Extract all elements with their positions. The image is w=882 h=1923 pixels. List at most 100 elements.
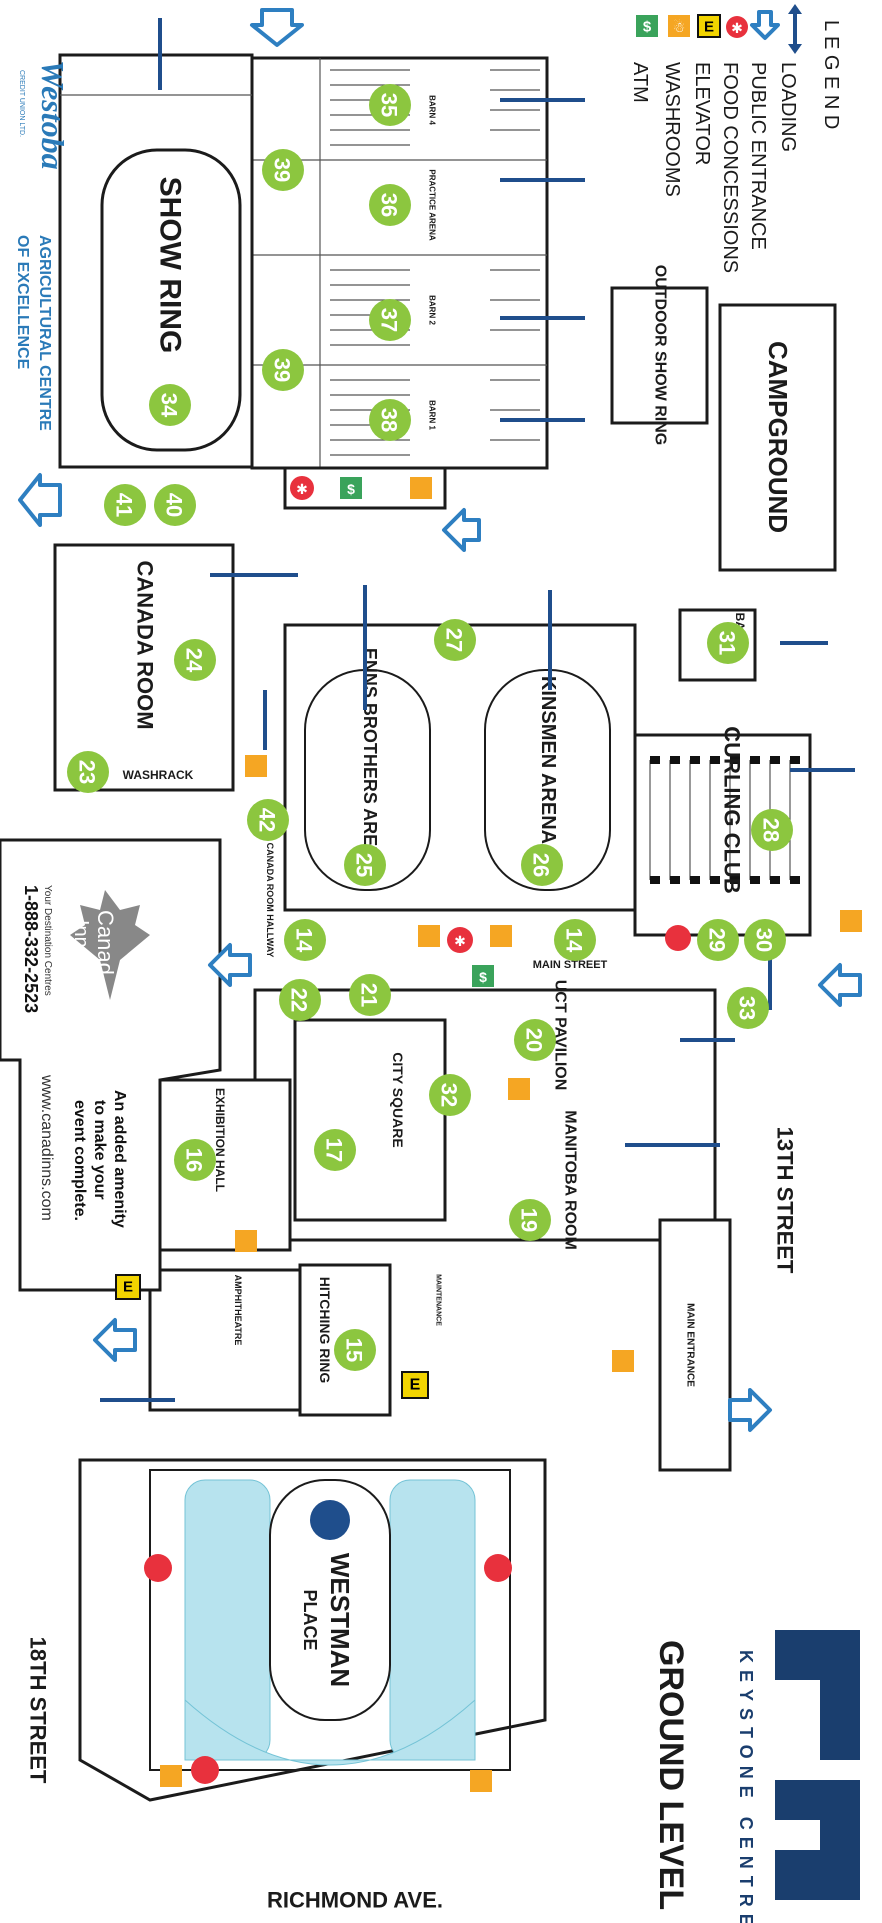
location-marker-30: 30 <box>744 919 786 961</box>
svg-text:14: 14 <box>562 928 587 953</box>
elevator-icon: E <box>401 1371 429 1399</box>
main-street-label: MAIN STREET <box>533 959 608 971</box>
show-ring-oval <box>100 148 242 452</box>
canad-tagline: Your Destination Centres <box>42 885 53 996</box>
westman-label: WESTMAN <box>325 1553 355 1687</box>
svg-text:32: 32 <box>437 1083 462 1107</box>
location-marker-32: 32 <box>429 1074 471 1116</box>
street-18th: 18TH STREET <box>26 1637 51 1784</box>
svg-text:E: E <box>704 19 714 36</box>
washrooms-icon <box>840 910 862 932</box>
location-marker-26: 26 <box>521 844 563 886</box>
canad-phone: 1-888-332-2523 <box>21 885 41 1013</box>
svg-text:✱: ✱ <box>454 933 466 949</box>
city-square <box>293 1018 447 1222</box>
canad-blurb3: event complete. <box>71 1100 88 1221</box>
location-marker-28: 28 <box>751 809 793 851</box>
barn2-label: BARN 2 <box>428 295 437 325</box>
location-marker-39: 39 <box>262 349 304 391</box>
svg-text:20: 20 <box>522 1028 547 1052</box>
svg-text:$: $ <box>643 19 652 36</box>
westoba-centre: AGRICULTURAL CENTRE <box>36 235 53 431</box>
svg-text:E: E <box>123 1279 133 1296</box>
location-marker-35: 35 <box>369 84 411 126</box>
svg-text:17: 17 <box>322 1138 347 1162</box>
loading-arrow-icon <box>788 4 802 54</box>
svg-text:26: 26 <box>529 853 554 877</box>
maintenance-label: MAINTENANCE <box>435 1274 442 1326</box>
barn4-label: BARN 4 <box>428 95 437 125</box>
amphitheatre-label: AMPHITHEATRE <box>233 1275 243 1346</box>
elevator-icon: E <box>115 1274 141 1300</box>
location-marker-14: 14 <box>554 919 596 961</box>
atm-icon: $ <box>636 15 658 37</box>
legend-label-atm: ATM <box>629 62 651 103</box>
washrack-label: WASHRACK <box>123 768 194 782</box>
food-concessions-icon <box>665 925 691 951</box>
svg-text:23: 23 <box>75 760 100 784</box>
location-marker-20: 20 <box>514 1019 556 1061</box>
canad-blurb1: An added amenity <box>111 1090 128 1228</box>
amphitheatre <box>148 1268 302 1412</box>
legend-label-entrance: PUBLIC ENTRANCE <box>747 62 769 250</box>
svg-text:29: 29 <box>705 928 730 952</box>
svg-text:35: 35 <box>377 93 402 117</box>
svg-text:$: $ <box>479 969 487 985</box>
svg-text:$: $ <box>347 481 355 497</box>
arena-seating <box>184 1479 476 1766</box>
svg-text:33: 33 <box>735 996 760 1020</box>
canada-room-label: CANADA ROOM <box>133 560 158 729</box>
kinsmen-label: KINSMEN ARENA <box>537 676 559 844</box>
svg-text:40: 40 <box>162 493 187 517</box>
legend: L E G E N D <box>820 20 842 129</box>
legend-label-washrooms: WASHROOMS <box>661 62 683 197</box>
svg-text:39: 39 <box>270 358 295 382</box>
food-concessions-icon <box>144 1554 512 1784</box>
washrooms-icon: ☃ <box>668 15 690 37</box>
location-marker-27: 27 <box>434 619 476 661</box>
svg-text:36: 36 <box>377 193 402 217</box>
public-entrance-icon <box>18 8 862 1432</box>
food-concessions-icon: ✱ <box>726 16 748 38</box>
food-concessions-icon: ✱ <box>447 927 473 953</box>
canad-web: www.canadinns.com <box>38 1074 55 1221</box>
svg-text:37: 37 <box>377 308 402 332</box>
canad-inns-ad <box>0 838 222 1292</box>
location-marker-31: 31 <box>707 622 749 664</box>
canad-brand1: Canad <box>93 910 118 975</box>
location-marker-22: 22 <box>279 979 321 1021</box>
washrooms-icon <box>235 1230 634 1372</box>
street-13th: 13TH STREET <box>773 1127 798 1274</box>
street-richmond: RICHMOND AVE. <box>267 1888 443 1913</box>
washrooms-icon <box>508 1078 530 1100</box>
page-title: GROUND LEVEL <box>652 1640 690 1910</box>
svg-text:39: 39 <box>270 158 295 182</box>
westman-rink <box>269 1479 391 1721</box>
svg-text:19: 19 <box>517 1208 542 1232</box>
svg-text:30: 30 <box>752 928 777 952</box>
svg-text:31: 31 <box>715 631 740 655</box>
city-square-label: CITY SQUARE <box>390 1052 406 1147</box>
location-marker-25: 25 <box>344 844 386 886</box>
campground <box>718 303 837 572</box>
location-marker-40: 40 <box>154 484 196 526</box>
svg-text:15: 15 <box>342 1338 367 1362</box>
manitoba-room-label: MANITOBA ROOM <box>562 1110 579 1250</box>
location-marker-23: 23 <box>67 751 109 793</box>
maple-leaf-icon <box>70 890 150 1000</box>
washrooms-icon <box>245 755 267 777</box>
svg-text:14: 14 <box>292 928 317 953</box>
svg-text:28: 28 <box>759 818 784 842</box>
legend-heading: L E G E N D <box>820 20 842 129</box>
svg-text:Westoba: Westoba <box>35 60 71 170</box>
location-marker-29: 29 <box>697 919 739 961</box>
svg-text:21: 21 <box>357 983 382 1007</box>
elevator-icon: E <box>697 14 721 38</box>
westoba-logo: Westoba <box>35 60 71 170</box>
svg-text:✱: ✱ <box>731 20 743 36</box>
svg-text:E: E <box>410 1377 421 1394</box>
legend-label-loading: LOADING <box>777 62 799 152</box>
location-marker-21: 21 <box>349 974 391 1016</box>
location-marker-37: 37 <box>369 299 411 341</box>
